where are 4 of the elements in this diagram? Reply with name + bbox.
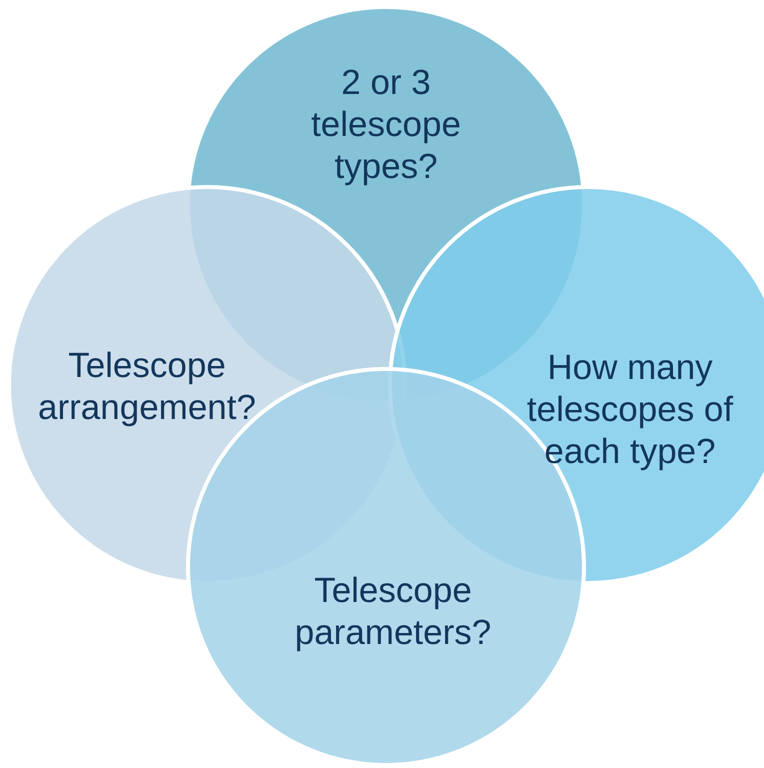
circle-label: How many telescopes of each type? bbox=[526, 347, 734, 473]
circle-label: Telescope parameters? bbox=[294, 570, 492, 654]
circle-label: Telescope arrangement? bbox=[37, 345, 257, 429]
circle-label: 2 or 3 telescope types? bbox=[310, 62, 462, 188]
